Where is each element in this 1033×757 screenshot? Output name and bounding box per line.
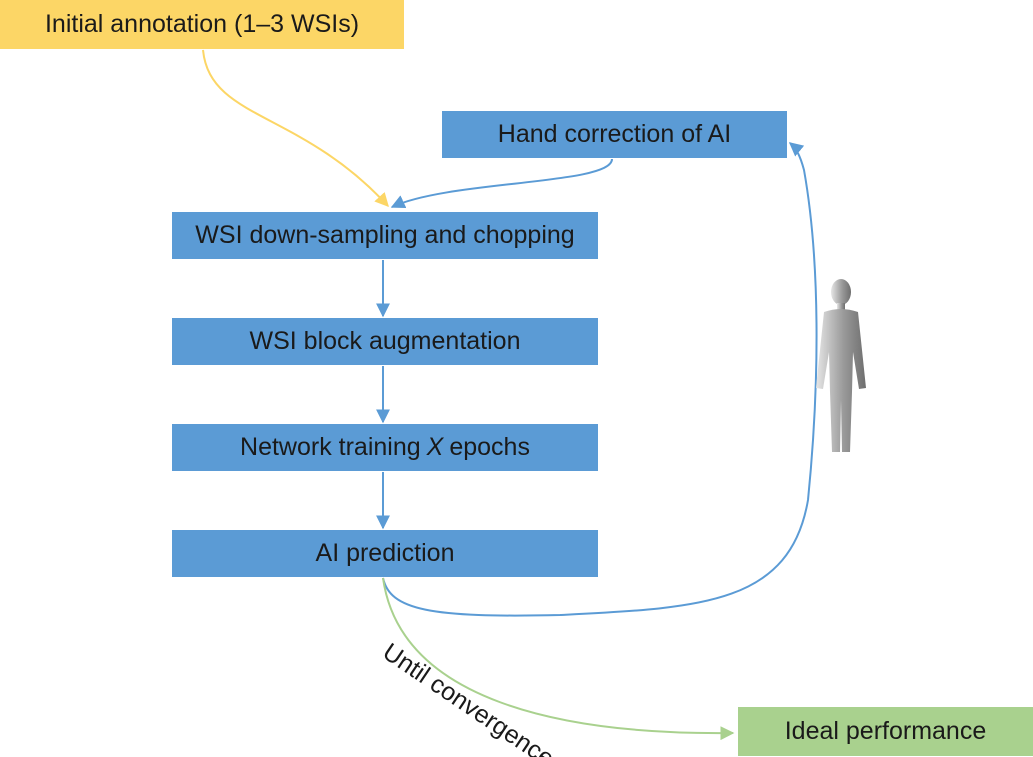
wsi-block-augmentation-box: WSI block augmentation <box>172 318 598 365</box>
initial-annotation-label: Initial annotation (1–3 WSIs) <box>44 10 360 38</box>
wsi-downsampling-label: WSI down-sampling and chopping <box>195 221 575 249</box>
arrow-handcorrection-to-downsampling <box>390 158 613 209</box>
ai-prediction-label: AI prediction <box>315 539 455 567</box>
network-training-variable: X <box>426 433 444 461</box>
hand-correction-box: Hand correction of AI <box>442 111 787 158</box>
until-convergence-label: Until convergence <box>378 638 560 757</box>
network-training-prefix: Network training <box>240 433 421 461</box>
initial-annotation-box: Initial annotation (1–3 WSIs) <box>0 0 404 49</box>
hand-correction-label: Hand correction of AI <box>497 120 732 148</box>
ideal-performance-label: Ideal performance <box>784 717 987 745</box>
wsi-block-augmentation-label: WSI block augmentation <box>249 327 521 355</box>
ai-prediction-box: AI prediction <box>172 530 598 577</box>
human-figure-icon <box>816 279 866 452</box>
ideal-performance-box: Ideal performance <box>738 707 1033 756</box>
wsi-downsampling-box: WSI down-sampling and chopping <box>172 212 598 259</box>
network-training-box: Network training X epochs <box>172 424 598 471</box>
arrow-initial-to-downsampling <box>202 49 389 208</box>
arrow-prediction-to-ideal <box>382 577 735 741</box>
network-training-suffix: epochs <box>449 433 530 461</box>
